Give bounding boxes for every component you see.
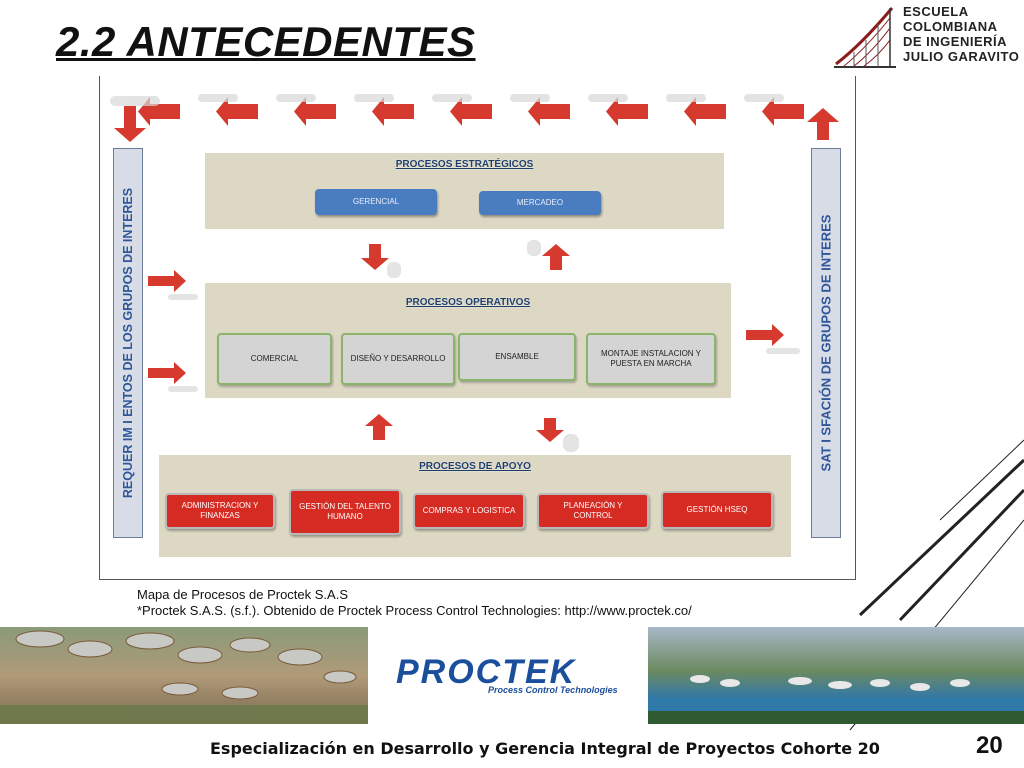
operative-processes-band: PROCESOS OPERATIVOS COMERCIAL DISEÑO Y D…: [205, 283, 731, 398]
box-comercial: COMERCIAL: [217, 333, 332, 385]
box-planeacion: PLANEACIÓN Y CONTROL: [537, 493, 649, 529]
slide-title: 2.2 ANTECEDENTES: [56, 18, 476, 65]
strategic-processes-band: PROCESOS ESTRATÉGICOS GERENCIAL MERCADEO: [205, 153, 724, 229]
right-satisfaction-panel: SAT I SFACIÓN DE GRUPOS DE INTERES: [811, 148, 841, 538]
caption-line: *Proctek S.A.S. (s.f.). Obtenido de Proc…: [137, 603, 692, 618]
arrow-right-icon: [148, 362, 186, 384]
box-gerencial: GERENCIAL: [315, 189, 437, 215]
arrow-left-icon: [216, 97, 258, 126]
proctek-tagline: Process Control Technologies: [488, 685, 618, 695]
arrow-right-icon: [148, 270, 186, 292]
arrow-left-icon: [762, 97, 804, 126]
operative-title: PROCESOS OPERATIVOS: [405, 297, 531, 308]
strategic-title: PROCESOS ESTRATÉGICOS: [395, 159, 534, 170]
box-administracion: ADMINISTRACION Y FINANZAS: [165, 493, 275, 529]
proctek-brand: PROCTEK: [396, 653, 577, 691]
left-requirements-panel: REQUER IM I ENTOS DE LOS GRUPOS DE INTER…: [113, 148, 143, 538]
box-montaje: MONTAJE INSTALACION Y PUESTA EN MARCHA: [586, 333, 716, 385]
support-processes-band: PROCESOS DE APOYO ADMINISTRACION Y FINAN…: [159, 455, 791, 557]
box-mercadeo: MERCADEO: [479, 191, 601, 215]
box-ensamble: ENSAMBLE: [458, 333, 576, 381]
escuela-logo-icon: [834, 7, 896, 68]
box-compras: COMPRAS Y LOGISTICA: [413, 493, 525, 529]
arrow-down-icon: [361, 244, 389, 270]
top-arrows: [110, 94, 839, 142]
arrow-left-icon: [684, 97, 726, 126]
photo-banner: PROCTEK Process Control Technologies: [0, 627, 1024, 724]
arrow-up-icon: [542, 244, 570, 270]
arrow-left-icon: [606, 97, 648, 126]
box-gestion-hseq: GESTIÓN HSEQ: [661, 491, 773, 529]
page-number: 20: [976, 732, 1003, 759]
support-title: PROCESOS DE APOYO: [419, 461, 531, 472]
arrow-right-icon: [746, 324, 784, 346]
arrow-up-icon: [807, 108, 839, 140]
escuela-logo-text: ESCUELA COLOMBIANA DE INGENIERÍA JULIO G…: [903, 4, 1021, 64]
logo-line: ESCUELA: [903, 4, 969, 19]
box-diseno-desarrollo: DISEÑO Y DESARROLLO: [341, 333, 455, 385]
strategic-operative-arrows: [361, 240, 570, 278]
industrial-photo-left: [0, 627, 1024, 724]
logo-line: JULIO GARAVITO: [903, 49, 1020, 64]
footer-program: Especialización en Desarrollo y Gerencia…: [210, 739, 880, 758]
arrow-down-icon: [536, 418, 564, 442]
arrow-left-icon: [450, 97, 492, 126]
operative-support-arrows: [365, 414, 579, 452]
input-arrows: [148, 270, 198, 392]
logo-line: COLOMBIANA: [903, 19, 998, 34]
diagram-caption: Mapa de Procesos de Proctek S.A.S *Proct…: [137, 587, 692, 619]
logo-line: DE INGENIERÍA: [903, 34, 1008, 49]
left-panel-label: REQUER IM I ENTOS DE LOS GRUPOS DE INTER…: [121, 187, 135, 499]
output-arrow: [746, 324, 800, 354]
box-talento-humano: GESTIÓN DEL TALENTO HUMANO: [289, 489, 401, 535]
arrow-up-icon: [365, 414, 393, 440]
arrow-left-icon: [372, 97, 414, 126]
proctek-logo: PROCTEK Process Control Technologies: [368, 627, 648, 724]
caption-line: Mapa de Procesos de Proctek S.A.S: [137, 587, 348, 602]
process-map-frame: [99, 76, 856, 580]
arrow-down-icon: [114, 106, 146, 142]
arrow-left-icon: [294, 97, 336, 126]
arrow-left-icon: [528, 97, 570, 126]
right-panel-label: SAT I SFACIÓN DE GRUPOS DE INTERES: [818, 214, 834, 472]
